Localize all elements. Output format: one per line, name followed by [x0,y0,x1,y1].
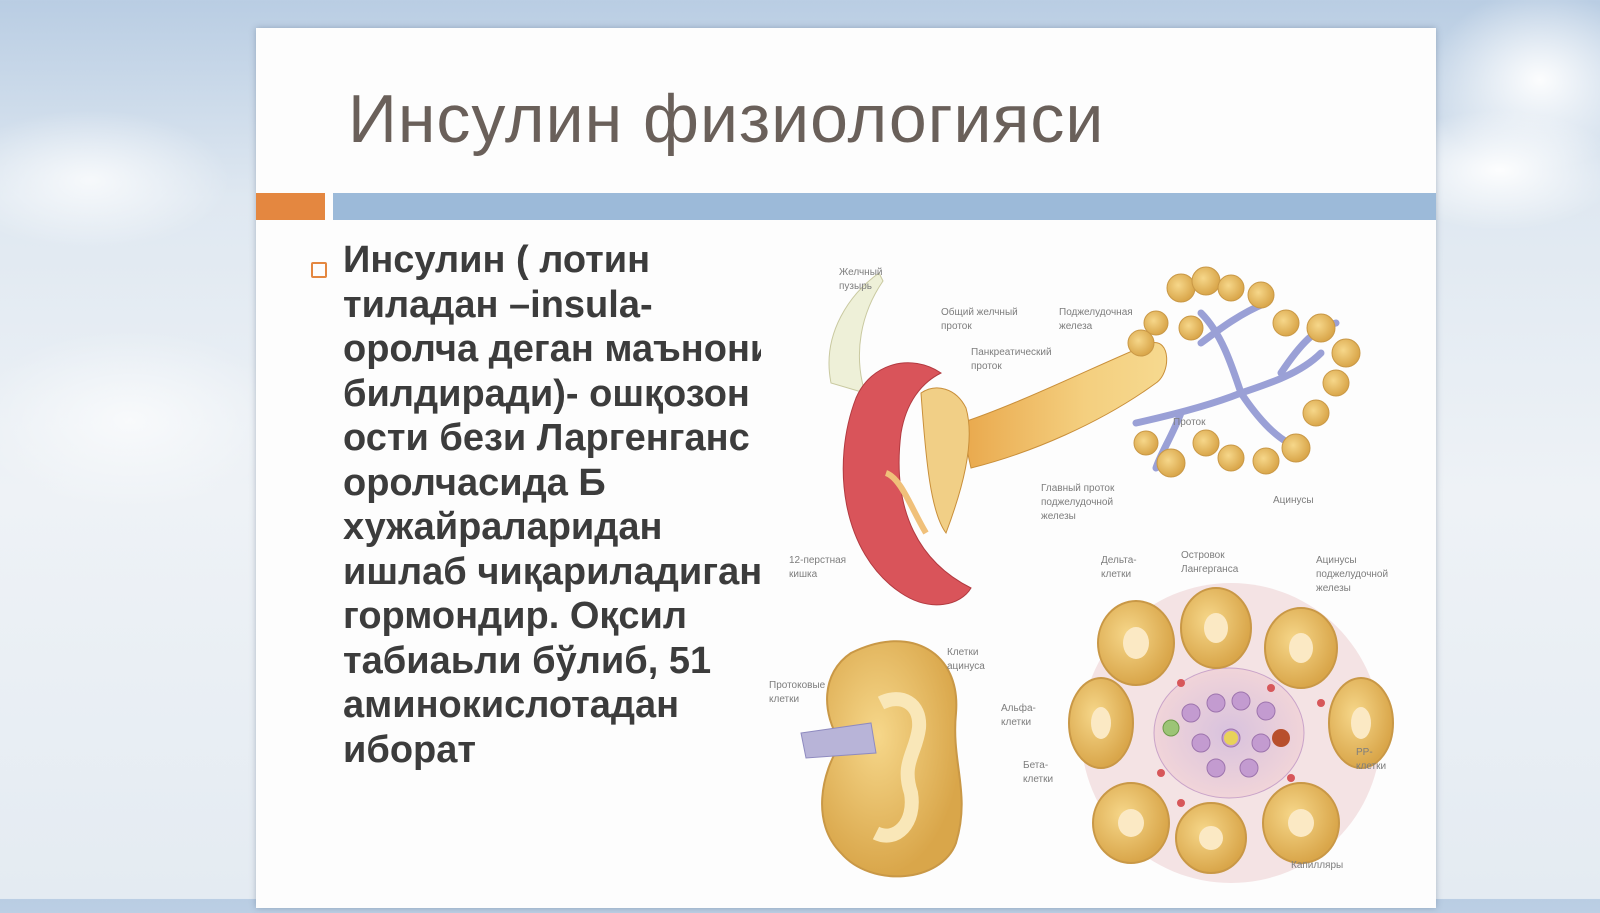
body-line: тиладан –insula- [343,283,653,326]
label: проток [971,361,1002,372]
title-accent-bar-orange [256,193,325,220]
body-line: аминокислотадан [343,684,680,726]
label: клетки [1023,774,1053,785]
label: Дельта- [1101,555,1137,566]
body-line: Инсулин ( лотин [343,239,651,281]
label: PP- [1356,747,1373,758]
label: Главный проток [1041,483,1115,494]
label: 12-перстная [789,555,846,566]
label: клетки [1101,569,1131,580]
body-line: ишлаб чиқариладиган [343,550,761,593]
body-paragraph: Инсулин ( лотин тиладан –insula- оролча … [343,238,761,772]
body-line: билдиради)- ошқозон [343,372,750,415]
label: ацинуса [947,661,985,672]
acini-drawing [1127,266,1361,478]
body-line: хужайраларидан [343,506,663,548]
title-accent-bar-blue [333,193,1436,220]
body-line: иборат [343,728,476,771]
label: Общий желчный [941,306,1018,318]
label: поджелудочной [1041,497,1113,508]
label: Лангерганса [1181,564,1239,575]
label: Желчный [839,267,882,278]
label: Островок [1181,550,1225,561]
pancreas-drawing [828,272,1168,606]
label: поджелудочной [1316,569,1388,580]
label: пузырь [839,281,872,292]
label: Панкреатический [971,347,1052,358]
label: клетки [1001,717,1031,728]
body-line: оролча деган маънони [343,328,761,370]
body-line: гормондир. Оқсил [343,595,688,637]
body-line: табиаьли бўлиб, 51 [343,639,712,682]
label: Альфа- [1001,702,1036,714]
body-line: оролчасида Б [343,461,606,504]
presentation-slide: Инсулин физиологияси Инсулин ( лотин тил… [256,28,1436,908]
acinus-detail-drawing [800,640,963,878]
label: Бета- [1023,760,1048,771]
label: Протоковые [769,680,826,691]
label: Поджелудочная [1059,307,1133,318]
label: Ацинусы [1316,555,1357,566]
label: железы [1316,583,1351,594]
body-text-area: Инсулин ( лотин тиладан –insula- оролча … [311,238,761,798]
label: Клетки [947,647,978,658]
label: железа [1059,321,1093,332]
label: кишка [789,569,818,580]
label: железы [1041,511,1076,522]
label: Проток [1173,417,1206,428]
label: проток [941,321,972,332]
hollow-square-bullet-icon [311,262,327,278]
islet-of-langerhans-drawing [1068,583,1394,883]
label: Капилляры [1291,860,1343,871]
label: Ацинусы [1273,495,1314,506]
pancreas-anatomy-illustration: Желчный пузырь Общий желчный проток Подж… [761,233,1431,908]
body-line: ости бези Ларгенганс [343,417,750,459]
label: клетки [769,694,799,705]
label: клетки [1356,761,1386,772]
slide-title: Инсулин физиологияси [348,81,1105,157]
